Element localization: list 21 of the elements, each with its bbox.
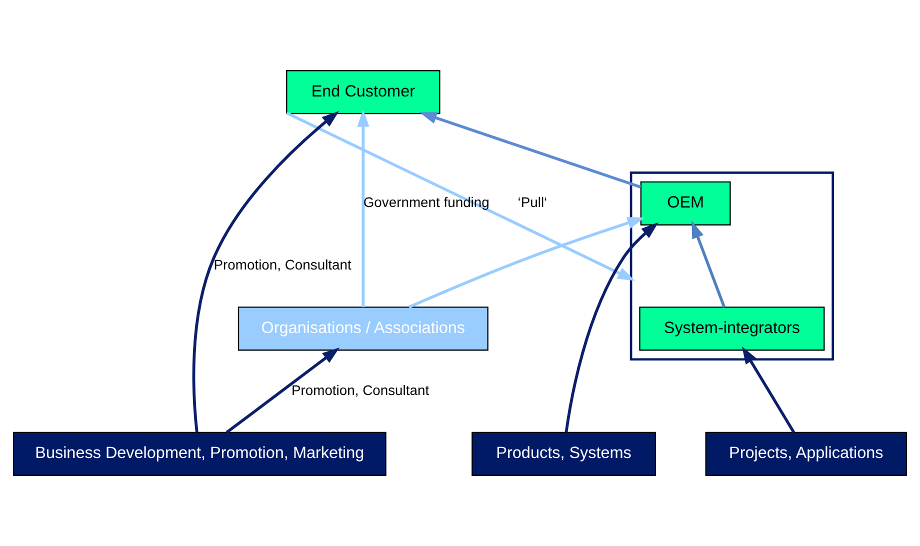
arrow	[286, 112, 635, 281]
node-box: End Customer	[286, 70, 440, 114]
edge-label: Promotion, Consultant	[291, 382, 430, 398]
node-box: System-integrators	[639, 306, 825, 351]
arrow	[408, 217, 645, 308]
arrow	[419, 112, 642, 188]
arrow	[692, 220, 726, 308]
cluster	[630, 172, 834, 361]
node-box: Business Development, Promotion, Marketing	[12, 432, 386, 476]
arrow	[226, 348, 340, 434]
node-box: Projects, Applications	[705, 432, 908, 476]
edge-label: Promotion, Consultant	[214, 256, 352, 273]
arrow	[564, 222, 658, 433]
edge-label: Government funding	[363, 194, 490, 210]
arrow	[192, 110, 340, 433]
node-box: Organisations / Associations	[238, 306, 488, 351]
arrow	[357, 109, 370, 308]
edge-label: ‘Pull‘	[518, 194, 548, 210]
node-box: Products, Systems	[472, 432, 656, 476]
arrow	[742, 346, 796, 434]
node-box: OEM	[640, 181, 731, 226]
